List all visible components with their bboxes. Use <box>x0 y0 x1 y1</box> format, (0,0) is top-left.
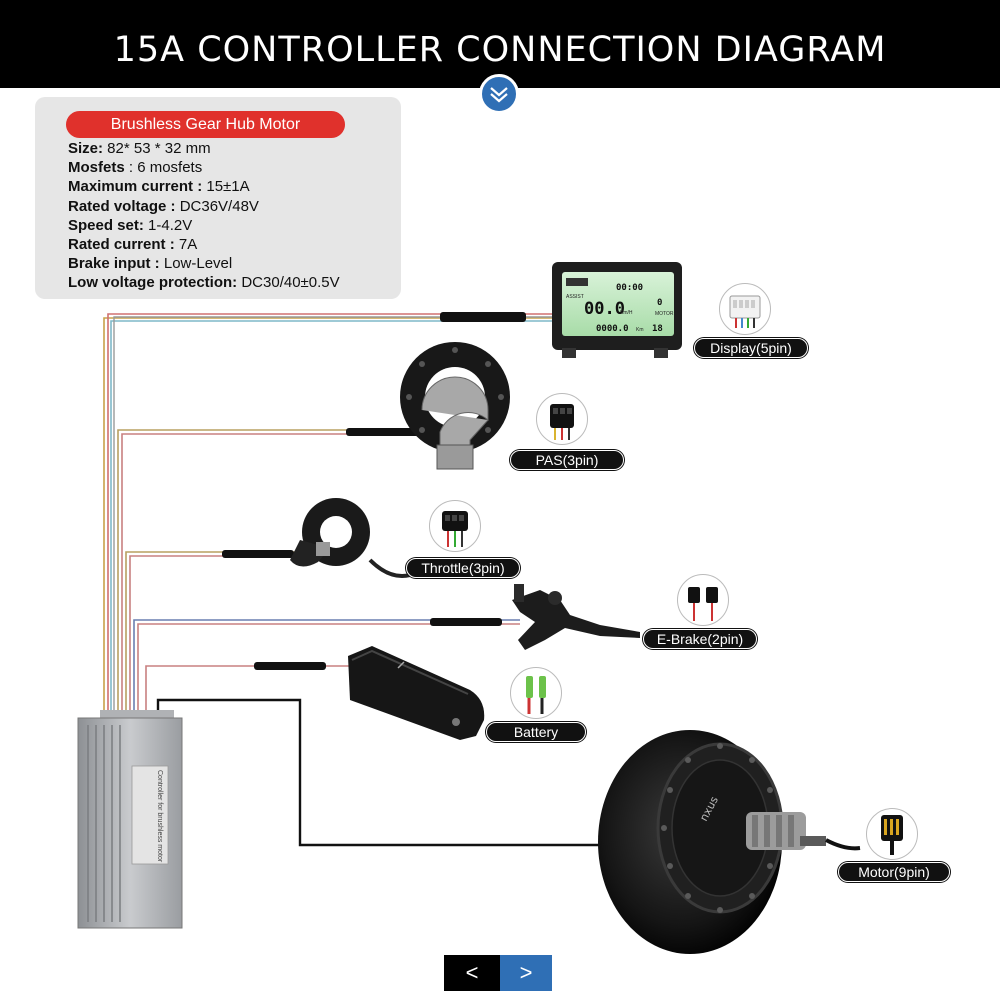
battery-plug-icon <box>526 676 546 714</box>
chevron-down-icon <box>490 87 508 103</box>
spec-label: Size: <box>68 140 104 157</box>
pas-connector <box>536 393 588 445</box>
controller-sticker <box>131 765 169 865</box>
pas-wire <box>117 428 422 715</box>
motor-label: Motor(9pin) <box>838 862 950 882</box>
spec-value: 1-4.2V <box>143 216 193 234</box>
spec-value: 82* 53 * 32 mm <box>103 140 211 157</box>
next-arrow-icon: > <box>519 960 533 985</box>
throttle-part <box>290 498 411 578</box>
lcd-assist: ASSIST <box>566 294 584 300</box>
spec-row: Size: 82* 53 * 32 mm <box>68 139 398 158</box>
ebrake-label: E-Brake(2pin) <box>643 629 757 649</box>
spec-row: Speed set: 1-4.2V <box>68 216 398 235</box>
lcd-level: 0 <box>657 298 662 308</box>
spec-row: Maximum current : 15±1A <box>68 177 398 196</box>
prev-button[interactable]: < <box>444 955 500 991</box>
spec-label: Brake input : <box>68 255 160 273</box>
lcd-clock: 00:00 <box>616 283 643 293</box>
lcd-odo: 0000.0 <box>596 324 629 334</box>
lcd-unit: Km <box>636 327 644 333</box>
throttle-connector <box>429 500 481 552</box>
spec-row: Brake input : Low-Level <box>68 254 398 273</box>
throttle-wire <box>125 550 300 715</box>
spec-value: 7A <box>174 236 198 254</box>
spec-value: 15±1A <box>202 178 250 196</box>
spec-list: Size: 82* 53 * 32 mm Mosfets : 6 mosfets… <box>68 139 398 293</box>
spec-value: DC30/40±0.5V <box>237 274 340 292</box>
spec-label: Rated voltage : <box>68 197 176 215</box>
controller-box: Controller for brushless motor <box>77 710 183 929</box>
ebrake-plug-icon <box>688 587 718 621</box>
next-button[interactable]: > <box>500 955 552 991</box>
battery-connector <box>510 667 562 719</box>
throttle-plug-icon <box>442 511 468 547</box>
motor-connector <box>866 808 918 860</box>
lcd-km: Km/H <box>620 310 633 316</box>
spec-row: Low voltage protection: DC30/40±0.5V <box>68 273 398 292</box>
spec-title: Brushless Gear Hub Motor <box>66 111 345 138</box>
display-connector <box>719 283 771 335</box>
lcd-motor: MOTOR <box>655 311 674 317</box>
spec-label: Low voltage protection: <box>68 274 238 292</box>
display-wire <box>103 312 555 715</box>
pas-plug-icon <box>550 404 574 440</box>
spec-row: Rated current : 7A <box>68 235 398 254</box>
spec-label: Mosfets <box>68 159 125 177</box>
lcd-speed: 00.0 <box>584 299 625 319</box>
spec-value: DC36V/48V <box>175 197 259 215</box>
display-plug-icon <box>729 295 761 328</box>
spec-label: Rated current : <box>68 236 175 254</box>
scroll-down-button[interactable] <box>479 74 519 114</box>
motor-plug-icon <box>881 815 903 855</box>
spec-row: Rated voltage : DC36V/48V <box>68 197 398 216</box>
battery-pack <box>348 646 485 740</box>
display-unit: ASSIST 00.0 00:00 Km/H 0 MOTOR 0000.0 Km… <box>552 262 682 358</box>
lcd-temp: 18 <box>652 324 663 334</box>
spec-row: Mosfets : 6 mosfets <box>68 158 398 177</box>
pas-sensor <box>400 342 510 470</box>
display-label: Display(5pin) <box>694 338 808 358</box>
spec-label: Speed set: <box>68 216 144 234</box>
prev-arrow-icon: < <box>465 960 479 985</box>
battery-wire <box>145 662 350 715</box>
motor-wire <box>156 698 600 847</box>
spec-card: Brushless Gear Hub Motor Size: 82* 53 * … <box>35 97 401 299</box>
ebrake-wire <box>133 618 520 715</box>
page-title: 15A CONTROLLER CONNECTION DIAGRAM <box>113 30 887 70</box>
pas-label: PAS(3pin) <box>510 450 624 470</box>
spec-value: : 6 mosfets <box>124 159 203 177</box>
spec-value: Low-Level <box>159 255 233 273</box>
throttle-label: Throttle(3pin) <box>406 558 520 578</box>
hub-motor: nxus <box>598 730 861 954</box>
ebrake-connector <box>677 574 729 626</box>
spec-label: Maximum current : <box>68 178 203 196</box>
battery-label: Battery <box>486 722 586 742</box>
ebrake-lever <box>512 584 640 650</box>
header-bar: 15A CONTROLLER CONNECTION DIAGRAM <box>0 0 1000 88</box>
controller-sticker-text: Controller for brushless motor <box>156 770 163 863</box>
